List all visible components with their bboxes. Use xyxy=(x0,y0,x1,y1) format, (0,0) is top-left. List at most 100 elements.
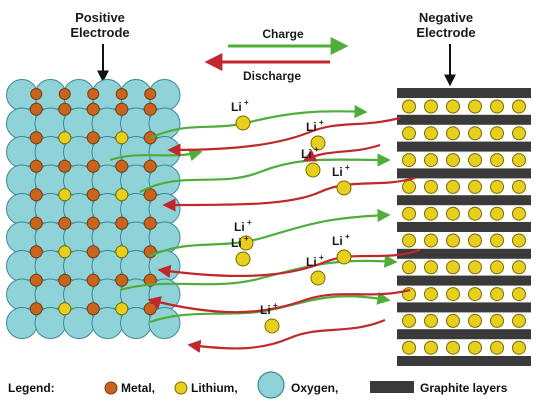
positive-electrode-title-line1: Positive xyxy=(75,10,125,25)
legend-oxygen-icon xyxy=(257,371,285,399)
metal-atom xyxy=(143,159,157,173)
metal-atom xyxy=(143,102,157,116)
lithium-atom xyxy=(58,245,72,259)
lithium-atom xyxy=(512,179,526,194)
metal-atom xyxy=(29,245,43,259)
lithium-ion: Li+ xyxy=(306,253,326,286)
metal-atom xyxy=(29,159,43,173)
lithium-atom xyxy=(402,313,416,328)
lithium-atom xyxy=(512,99,526,114)
graphite-layer xyxy=(397,329,531,340)
positive-electrode-title-line2: Electrode xyxy=(70,25,129,40)
positive-electrode-lattice xyxy=(6,79,181,339)
lithium-atom xyxy=(490,179,504,194)
lithium-atom xyxy=(424,206,438,221)
lithium-ion-charge: + xyxy=(345,232,350,241)
lithium-atom xyxy=(446,340,460,355)
lithium-atom xyxy=(446,233,460,248)
lithium-ion-label: Li xyxy=(260,303,271,317)
metal-atom xyxy=(29,273,43,287)
lithium-atom xyxy=(512,340,526,355)
lithium-ion-dot xyxy=(336,180,352,196)
lithium-atom xyxy=(424,179,438,194)
legend-metal-icon xyxy=(104,381,118,395)
negative-electrode-graphite-stack xyxy=(397,88,531,366)
graphite-layer xyxy=(397,114,531,125)
metal-atom xyxy=(143,188,157,202)
metal-atom xyxy=(115,216,129,230)
lithium-atom xyxy=(402,233,416,248)
lithium-atom xyxy=(490,126,504,141)
lithium-atom xyxy=(424,313,438,328)
legend-graphite-icon xyxy=(370,381,414,393)
charge-flow-arrow xyxy=(109,148,203,162)
discharge-flow-arrow xyxy=(302,143,381,162)
lithium-atom xyxy=(446,99,460,114)
lithium-atom xyxy=(490,340,504,355)
lithium-atom xyxy=(402,153,416,168)
lithium-atom xyxy=(115,188,129,202)
lithium-atom xyxy=(512,260,526,275)
lithium-ion-dot xyxy=(264,318,280,334)
metal-atom xyxy=(143,273,157,287)
charge-label: Charge xyxy=(262,27,304,41)
lithium-atom xyxy=(115,245,129,259)
discharge-flow-arrow xyxy=(167,116,401,157)
lithium-ion: Li+ xyxy=(231,234,251,267)
metal-atom xyxy=(86,102,100,116)
lithium-ion-dot xyxy=(238,235,254,251)
lithium-ion-charge: + xyxy=(247,218,252,227)
lithium-ion-charge: + xyxy=(244,234,249,243)
metal-atom xyxy=(115,88,128,100)
graphite-layer xyxy=(397,222,531,232)
graphite-layer xyxy=(397,275,531,286)
metal-atom xyxy=(143,216,157,230)
metal-atom xyxy=(86,216,100,230)
discharge-flow-arrow xyxy=(187,318,386,353)
lithium-ion: Li+ xyxy=(332,232,352,265)
lithium-atom xyxy=(402,340,416,355)
metal-atom xyxy=(29,188,43,202)
lithium-atom xyxy=(468,287,482,302)
graphite-layer xyxy=(397,195,531,206)
legend-oxygen: Oxygen, xyxy=(291,381,338,395)
lithium-atom xyxy=(468,233,482,248)
lithium-atom xyxy=(115,302,129,316)
lithium-atom xyxy=(468,313,482,328)
metal-atom xyxy=(86,188,100,202)
lithium-atom xyxy=(490,287,504,302)
lithium-ion: Li+ xyxy=(231,98,251,131)
lithium-atom xyxy=(424,287,438,302)
metal-atom xyxy=(58,159,72,173)
graphite-layer xyxy=(397,302,531,313)
discharge-flow-arrow xyxy=(147,288,411,314)
lithium-atom xyxy=(468,179,482,194)
lithium-atom xyxy=(402,126,416,141)
lithium-atom xyxy=(512,313,526,328)
metal-atom xyxy=(86,131,100,145)
metal-atom xyxy=(58,102,72,116)
lithium-atom xyxy=(402,260,416,275)
discharge-label: Discharge xyxy=(243,69,301,83)
lithium-atom xyxy=(490,99,504,114)
lithium-ion-label: Li xyxy=(332,234,343,248)
lithium-atom xyxy=(446,313,460,328)
lithium-ion: Li+ xyxy=(234,218,254,251)
legend: Legend: Metal, Lithium, Oxygen, Graphite… xyxy=(8,371,508,399)
metal-atom xyxy=(86,245,100,259)
lithium-atom xyxy=(468,260,482,275)
lithium-atom xyxy=(490,260,504,275)
lithium-ion-charge: + xyxy=(244,98,249,107)
metal-atom xyxy=(58,273,72,287)
lithium-ion-charge: + xyxy=(273,301,278,310)
legend-prefix: Legend: xyxy=(8,381,55,395)
lithium-ion-charge: + xyxy=(345,163,350,172)
metal-atom xyxy=(29,131,43,145)
legend-graphite: Graphite layers xyxy=(420,381,508,395)
lithium-ion-dot xyxy=(235,251,251,267)
graphite-layer xyxy=(397,356,531,366)
lithium-atom xyxy=(424,99,438,114)
metal-atom xyxy=(86,159,100,173)
lithium-atom xyxy=(490,153,504,168)
